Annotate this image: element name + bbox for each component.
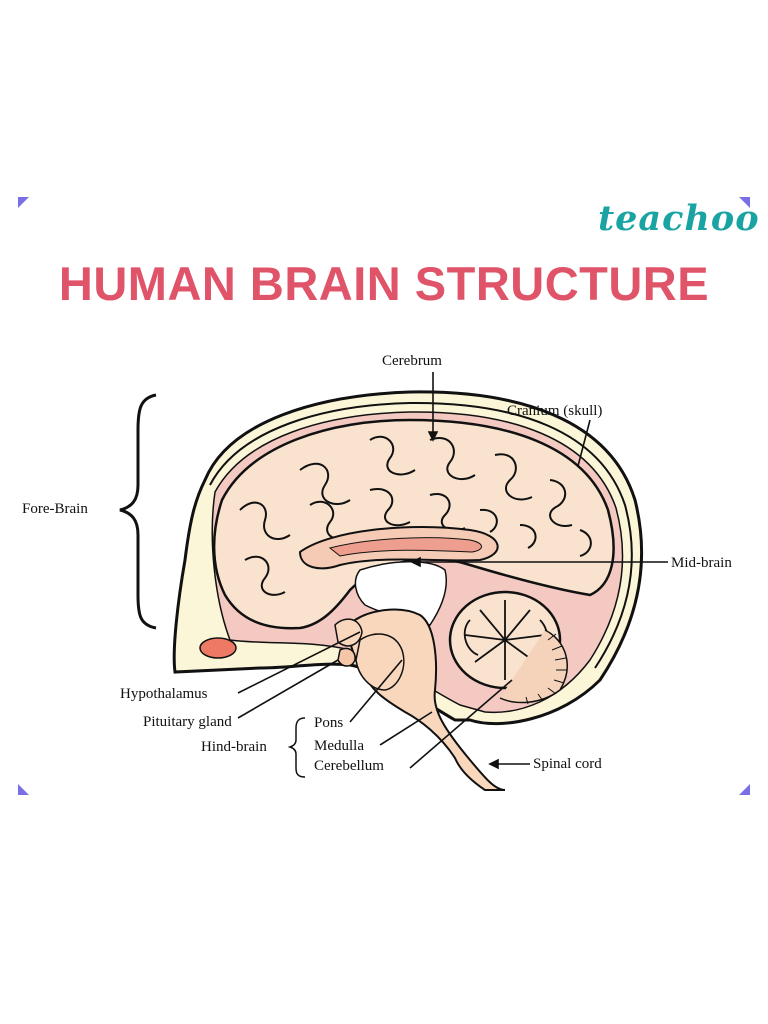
pointer-lines	[237, 372, 668, 770]
label-hind-brain: Hind-brain	[201, 739, 267, 755]
corner-mark-bottom-left	[18, 784, 29, 795]
striated-tissue	[499, 629, 568, 704]
label-cerebellum: Cerebellum	[314, 758, 384, 774]
label-spinal-cord: Spinal cord	[533, 756, 602, 772]
brand-logo: teachoo	[598, 198, 760, 239]
corner-mark-top-left	[18, 197, 29, 208]
label-cerebrum: Cerebrum	[382, 353, 442, 369]
cranium-line	[209, 401, 633, 669]
label-fore-brain: Fore-Brain	[22, 501, 88, 517]
pons-shape	[355, 633, 405, 691]
cerebrum-shape	[212, 418, 615, 630]
label-mid-brain: Mid-brain	[671, 555, 732, 571]
label-hypothalamus: Hypothalamus	[120, 686, 208, 702]
corner-mark-bottom-right	[739, 784, 750, 795]
cerebrum-gyri	[239, 435, 592, 596]
hind-brain-brace	[287, 717, 306, 778]
striations	[525, 633, 567, 705]
label-pituitary-gland: Pituitary gland	[143, 714, 232, 730]
label-medulla: Medulla	[314, 738, 364, 754]
label-cranium: Cranium (skull)	[507, 403, 603, 419]
corner-mark-top-right	[739, 197, 750, 208]
pituitary-shape	[337, 647, 356, 667]
hypothalamus-shape	[334, 618, 363, 647]
label-pons: Pons	[314, 715, 344, 731]
fore-brain-brace	[119, 393, 157, 630]
page-title: HUMAN BRAIN STRUCTURE	[58, 257, 710, 310]
sinus-spot	[199, 637, 237, 659]
